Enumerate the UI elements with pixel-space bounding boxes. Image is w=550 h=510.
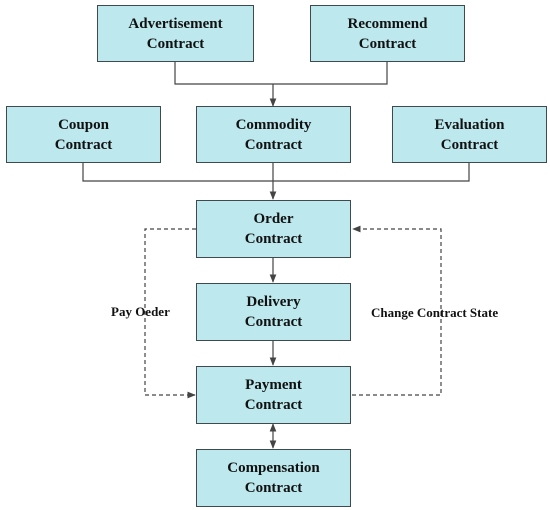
coupon-label-line2: Contract xyxy=(54,136,113,153)
order-label-line2: Contract xyxy=(244,231,303,247)
compensation-label-line1: Compensation xyxy=(227,460,320,476)
connector-coupon xyxy=(82,163,273,182)
compensation-contract-box: Compensation Contract xyxy=(196,449,351,507)
dashed-pay-order xyxy=(144,228,196,399)
compensation-label-line2: Contract xyxy=(244,480,303,496)
commodity-label-line2: Contract xyxy=(244,136,303,153)
delivery-label-line2: Contract xyxy=(244,314,303,330)
commodity-contract-box: Commodity Contract xyxy=(196,106,351,163)
recommend-contract-box: Recommend Contract xyxy=(310,5,465,62)
coupon-contract-box: Coupon Contract xyxy=(6,106,161,163)
delivery-label-line1: Delivery xyxy=(246,294,301,310)
payment-label-line2: Contract xyxy=(244,397,303,413)
delivery-contract-box: Delivery Contract xyxy=(196,283,351,341)
advertisement-contract-box: Advertisement Contract xyxy=(97,5,254,62)
advertisement-label-line2: Contract xyxy=(146,35,205,52)
evaluation-label-line1: Evaluation xyxy=(434,116,505,133)
dashed-change-state xyxy=(352,225,442,396)
evaluation-label-line2: Contract xyxy=(440,136,499,153)
commodity-label-line1: Commodity xyxy=(235,116,312,133)
change-contract-state-label: Change Contract State xyxy=(371,305,499,320)
connector-advertisement xyxy=(174,62,273,85)
payment-label-line1: Payment xyxy=(245,377,302,393)
recommend-label-line2: Contract xyxy=(358,35,417,52)
payment-contract-box: Payment Contract xyxy=(196,366,351,424)
connector-evaluation xyxy=(273,163,470,182)
advertisement-label-line1: Advertisement xyxy=(128,15,223,32)
coupon-label-line1: Coupon xyxy=(58,116,109,133)
order-contract-box: Order Contract xyxy=(196,200,351,258)
pay-order-label: Pay Oeder xyxy=(111,304,170,319)
connector-recommend xyxy=(273,62,388,85)
order-label-line1: Order xyxy=(253,211,294,227)
evaluation-contract-box: Evaluation Contract xyxy=(392,106,547,163)
recommend-label-line1: Recommend xyxy=(347,15,428,32)
